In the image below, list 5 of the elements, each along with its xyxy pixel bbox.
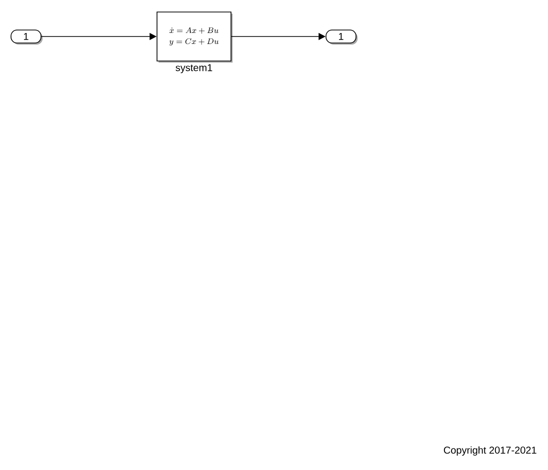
port-block: 1 [10,30,43,45]
port-block: 1 [326,30,358,45]
state-space-block: $\dot{x} = Ax + Bu$ $y = Cx + Du$ [156,12,233,63]
copyright-note: Copyright 2017-2021 [444,446,536,456]
block-name: system1 [176,64,212,74]
